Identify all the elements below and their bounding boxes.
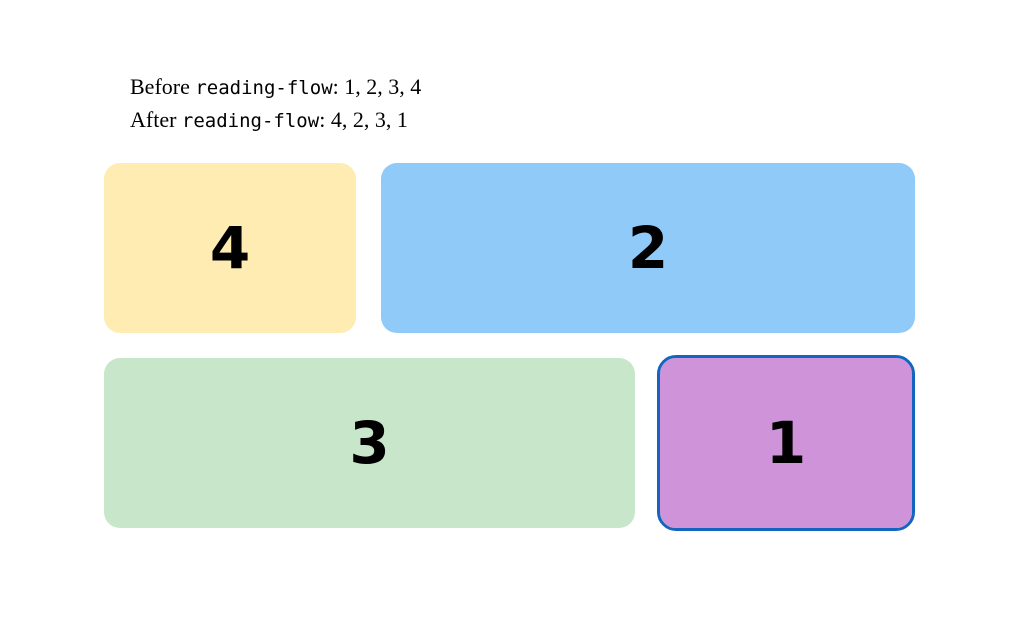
- caption-after-order: : 4, 2, 3, 1: [319, 107, 408, 132]
- box-1-label: 1: [765, 409, 807, 477]
- box-3-label: 3: [349, 409, 390, 477]
- box-4-label: 4: [209, 214, 251, 282]
- caption-line-after: After reading-flow: 4, 2, 3, 1: [130, 104, 421, 137]
- box-1-focused[interactable]: 1: [657, 355, 915, 531]
- caption-before-order: : 1, 2, 3, 4: [332, 74, 422, 99]
- caption-line-before: Before reading-flow: 1, 2, 3, 4: [130, 71, 421, 104]
- box-2[interactable]: 2: [381, 163, 915, 333]
- reading-flow-caption: Before reading-flow: 1, 2, 3, 4 After re…: [130, 71, 421, 137]
- caption-before-prefix: Before: [130, 74, 196, 99]
- caption-before-code: reading-flow: [195, 77, 333, 99]
- caption-after-code: reading-flow: [181, 110, 320, 132]
- box-2-label: 2: [627, 214, 669, 282]
- box-3[interactable]: 3: [104, 358, 635, 528]
- caption-after-prefix: After: [130, 107, 182, 132]
- reading-flow-container: 4 2 3 1: [104, 163, 915, 531]
- box-4[interactable]: 4: [104, 163, 356, 333]
